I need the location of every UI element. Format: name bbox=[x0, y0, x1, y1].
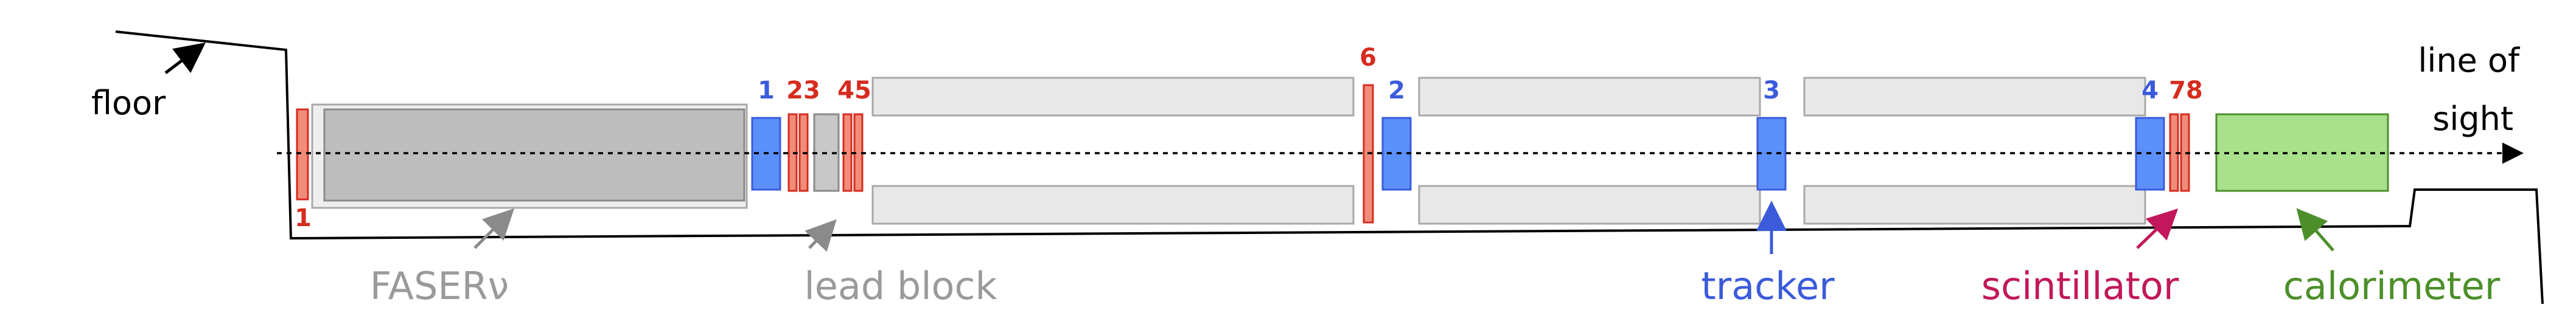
scintillator-number-1: 1 bbox=[295, 204, 312, 232]
magnet-2-bottom bbox=[1418, 185, 1761, 225]
magnet-2-top bbox=[1418, 77, 1761, 117]
magnet-3-bottom bbox=[1803, 185, 2146, 225]
floor-label: floor bbox=[91, 84, 166, 122]
fasernu-label: FASERν bbox=[370, 264, 509, 308]
tracker-number-1: 1 bbox=[758, 77, 775, 105]
fasernu-arrow bbox=[473, 208, 515, 249]
calorimeter-arrow bbox=[2296, 208, 2334, 252]
line-of-sight-label-line2: sight bbox=[2432, 100, 2513, 138]
lead-block-arrow bbox=[805, 219, 837, 252]
magnet-1-top bbox=[871, 77, 1355, 117]
calorimeter-label: calorimeter bbox=[2283, 264, 2501, 308]
scintillator-number-78: 78 bbox=[2169, 77, 2203, 105]
scintillator-number-45: 45 bbox=[837, 77, 871, 105]
line-of-sight-label-line1: line of bbox=[2418, 41, 2521, 80]
tracker-number-4: 4 bbox=[2141, 77, 2159, 105]
scintillator-arrow bbox=[2136, 208, 2179, 249]
fasernu-inner bbox=[323, 108, 745, 202]
lead-block-label: lead block bbox=[805, 264, 997, 308]
scintillator-label: scintillator bbox=[1981, 264, 2179, 308]
scintillator-number-6: 6 bbox=[1360, 44, 1377, 72]
tunnel-floor-outline bbox=[115, 30, 2544, 305]
floor-arrow bbox=[164, 42, 206, 74]
scintillator-1 bbox=[296, 108, 309, 201]
tracker-label: tracker bbox=[1701, 264, 1835, 308]
scintillator-number-23: 23 bbox=[786, 77, 820, 105]
magnet-3-top bbox=[1803, 77, 2146, 117]
tracker-number-3: 3 bbox=[1763, 77, 1780, 105]
tracker-number-2: 2 bbox=[1388, 77, 1405, 105]
magnet-1-bottom bbox=[871, 185, 1355, 225]
